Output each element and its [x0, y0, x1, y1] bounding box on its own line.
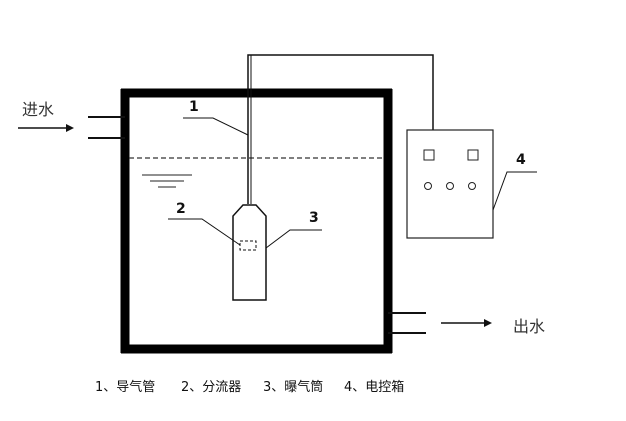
inlet-arrow — [18, 124, 74, 132]
air-guide-pipe — [247, 54, 434, 204]
leader-line-3 — [265, 229, 322, 249]
legend-item-2: 2、分流器 — [181, 380, 242, 395]
outlet-label: 出水 — [513, 317, 546, 336]
leader-line-4 — [492, 171, 537, 211]
control-box — [406, 129, 494, 239]
splitter-box — [239, 240, 257, 251]
control-switch-right — [467, 149, 479, 161]
callout-4: 4 — [516, 152, 526, 168]
outlet-arrow — [441, 319, 492, 327]
leader-line-2 — [168, 218, 241, 246]
water-surface-symbol — [142, 174, 192, 188]
indicator-light-3 — [468, 182, 476, 190]
callout-1: 1 — [189, 99, 199, 115]
legend-item-1: 1、导气管 — [95, 380, 156, 395]
inlet-label: 进水 — [22, 100, 55, 119]
aeration-cylinder — [232, 204, 267, 301]
callout-3: 3 — [309, 210, 319, 226]
legend-item-4: 4、电控箱 — [344, 380, 405, 395]
indicator-light-1 — [424, 182, 432, 190]
callout-2: 2 — [176, 201, 186, 217]
indicator-light-2 — [446, 182, 454, 190]
inlet-pipe — [88, 116, 125, 139]
leader-line-1 — [183, 117, 249, 136]
control-switch-left — [423, 149, 435, 161]
legend-item-3: 3、曝气筒 — [263, 380, 324, 395]
outlet-pipe — [388, 312, 426, 334]
